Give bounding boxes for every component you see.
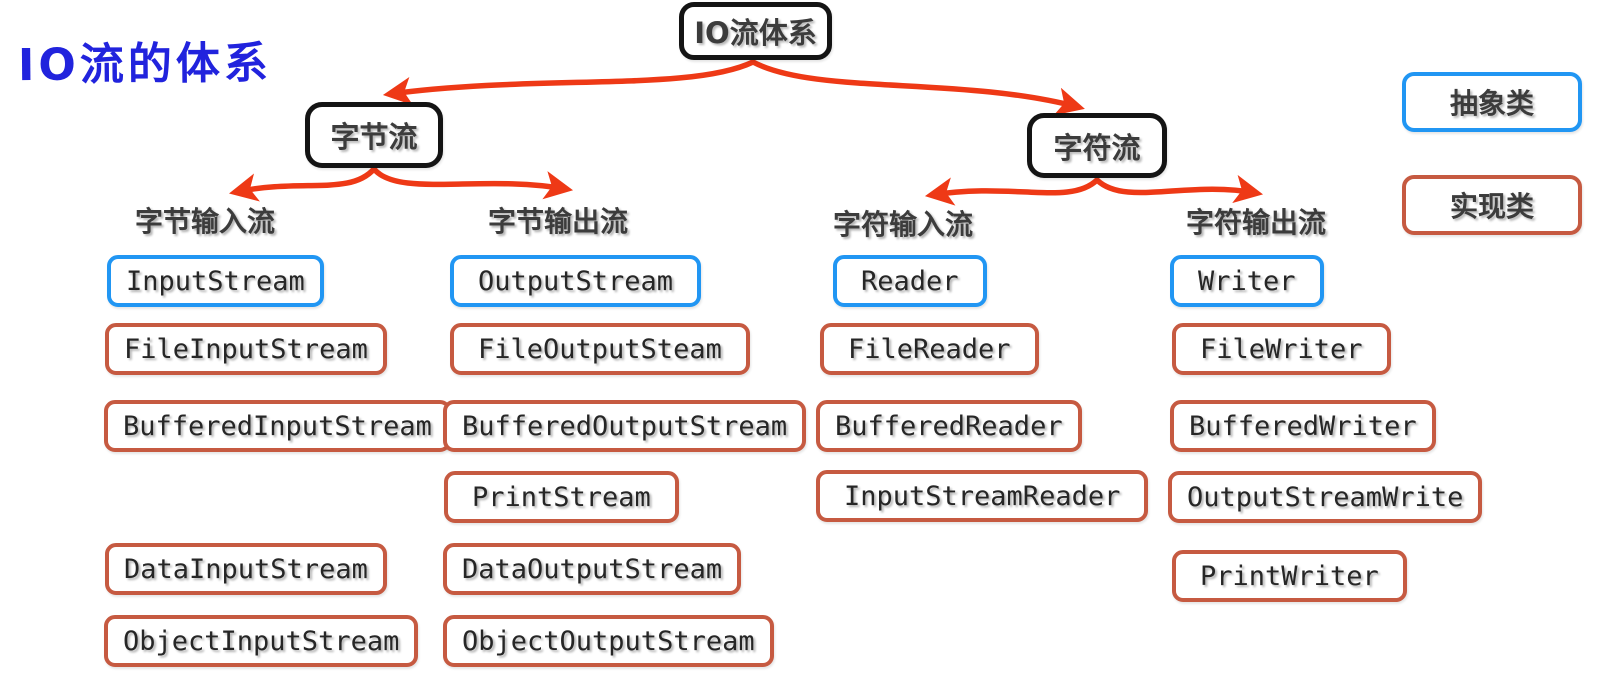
- class-box-fileoutputsteam: FileOutputSteam: [450, 323, 750, 375]
- page-title: IO流的体系: [17, 37, 273, 92]
- arrow-char-to-output: [1094, 174, 1264, 204]
- legend-abstract-class: 抽象类: [1402, 72, 1582, 132]
- class-box-objectoutputstream: ObjectOutputStream: [443, 615, 774, 667]
- node-io-stream-system: IO流体系: [679, 2, 832, 60]
- arrow-char-to-input: [924, 177, 1100, 206]
- class-box-bufferedoutputstream: BufferedOutputStream: [443, 400, 807, 452]
- arrow-root-to-char-stream: [750, 59, 1085, 116]
- class-box-filewriter: FileWriter: [1172, 323, 1391, 375]
- class-box-dataoutputstream: DataOutputStream: [443, 543, 742, 595]
- class-box-outputstreamwrite: OutputStreamWrite: [1168, 471, 1483, 523]
- column-header-char-input: 字符输入流: [833, 208, 974, 241]
- class-box-bufferedwriter: BufferedWriter: [1170, 400, 1436, 452]
- class-box-objectinputstream: ObjectInputStream: [104, 615, 419, 667]
- class-box-inputstream: InputStream: [107, 255, 324, 307]
- class-box-bufferedreader: BufferedReader: [816, 400, 1082, 452]
- class-box-datainputstream: DataInputStream: [105, 543, 387, 595]
- legend-impl-class: 实现类: [1402, 175, 1582, 235]
- class-box-writer: Writer: [1170, 255, 1324, 307]
- class-box-inputstreamreader: InputStreamReader: [816, 470, 1149, 522]
- class-box-printstream: PrintStream: [444, 471, 679, 523]
- arrow-root-to-byte-stream: [382, 59, 756, 106]
- class-box-filereader: FileReader: [820, 323, 1039, 375]
- column-header-byte-output: 字节输出流: [488, 205, 629, 238]
- class-box-printwriter: PrintWriter: [1172, 550, 1407, 602]
- node-char-stream: 字符流: [1027, 113, 1167, 178]
- class-box-fileinputstream: FileInputStream: [105, 323, 387, 375]
- node-byte-stream: 字节流: [305, 102, 443, 168]
- arrow-byte-to-input: [229, 166, 377, 202]
- column-header-byte-input: 字节输入流: [135, 205, 276, 238]
- class-box-bufferedinputstream: BufferedInputStream: [104, 400, 451, 452]
- column-header-char-output: 字符输出流: [1186, 206, 1327, 239]
- class-box-outputstream: OutputStream: [450, 255, 702, 307]
- class-box-reader: Reader: [833, 255, 987, 307]
- arrow-byte-to-output: [371, 166, 574, 200]
